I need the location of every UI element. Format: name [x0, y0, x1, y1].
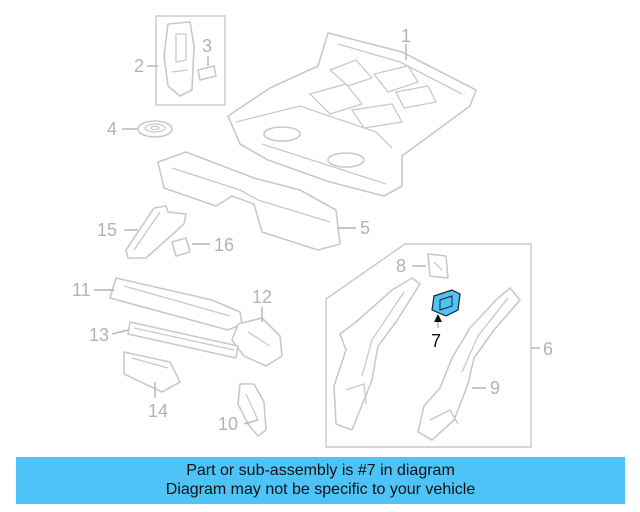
part-13-panel: [127, 321, 239, 359]
callout-2: 2: [134, 56, 144, 76]
part-4-plug: [137, 120, 173, 138]
callout-7: 7: [431, 331, 441, 351]
callout-9: 9: [490, 378, 500, 398]
part-12-bracket: [231, 317, 283, 367]
callout-4: 4: [107, 119, 117, 139]
part-6-wheelhouse-left: [333, 277, 421, 431]
parts-diagram: 1 2 3 4 5 6 7 8 9 10 11 12 13 14 15 16: [72, 15, 553, 448]
detail-box-6: [325, 243, 532, 448]
callout-8: 8: [396, 256, 406, 276]
part-3-small-bracket: [197, 65, 217, 81]
part-5-crossmember: [157, 151, 341, 251]
banner-line-1: Part or sub-assembly is #7 in diagram: [186, 462, 455, 479]
part-8-plate: [427, 253, 449, 279]
callout-11: 11: [72, 280, 91, 300]
part-10-bracket: [237, 383, 267, 437]
part-1-rear-floor-pan: [227, 32, 477, 197]
part-2-pillar-bracket: [163, 21, 195, 97]
part-9-wheelhouse-right: [417, 287, 521, 441]
callout-15: 15: [97, 220, 117, 240]
leader-lines: [94, 44, 540, 425]
part-15-rail: [125, 205, 187, 259]
callout-13: 13: [89, 325, 109, 345]
callout-6: 6: [543, 339, 553, 359]
callout-14: 14: [148, 401, 168, 421]
callout-12: 12: [252, 287, 272, 307]
callout-numbers: 1 2 3 4 5 6 7 8 9 10 11 12 13 14 15 16: [72, 26, 553, 434]
callout-16: 16: [214, 235, 234, 255]
callout-5: 5: [360, 218, 370, 238]
callout-3: 3: [202, 36, 212, 56]
part-16-bracket: [171, 237, 191, 257]
part-14-bracket: [123, 351, 181, 393]
part-7-highlighted-bracket[interactable]: [431, 289, 461, 317]
info-banner: Part or sub-assembly is #7 in diagram Di…: [16, 457, 625, 504]
callout-1: 1: [401, 26, 411, 46]
banner-line-2: Diagram may not be specific to your vehi…: [165, 481, 476, 498]
detail-box-2-3: [155, 15, 226, 106]
callout-10: 10: [218, 414, 238, 434]
